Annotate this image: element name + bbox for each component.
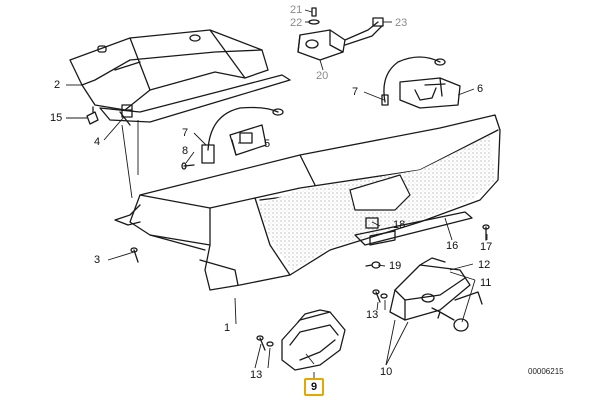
part-label-10[interactable]: 10 [380,366,393,378]
part-label-19[interactable]: 19 [389,260,402,272]
handle-part-9 [281,309,346,371]
screw-part-13-left [256,335,266,351]
part-label-15[interactable]: 15 [50,112,63,124]
latch-part-18 [365,217,379,229]
part-label-6[interactable]: 6 [477,83,484,95]
cable-part-7-middle [201,106,284,164]
part-label-1[interactable]: 1 [224,322,231,334]
part-label-22[interactable]: 22 [290,17,303,29]
striker-plate-part-16 [354,211,473,246]
part-label-7-right[interactable]: 7 [352,86,359,98]
part-label-20[interactable]: 20 [316,70,329,82]
clip-part-4 [121,104,133,118]
lock-assembly-part-10 [389,257,471,321]
part-label-13-left[interactable]: 13 [250,369,263,381]
screw-part-3 [130,247,139,263]
part-label-5[interactable]: 5 [264,138,271,150]
lock-actuator-part-20 [297,21,383,61]
part-label-21[interactable]: 21 [290,4,303,16]
part-label-17[interactable]: 17 [480,241,493,253]
screw-part-8 [181,162,195,170]
part-label-8[interactable]: 8 [182,145,189,157]
part-label-7-middle[interactable]: 7 [182,127,189,139]
part-label-4[interactable]: 4 [94,136,101,148]
cable-part-7-right [381,56,446,106]
part-label-9-highlighted[interactable]: 9 [304,378,325,396]
lock-cylinder-part-12 [454,291,483,305]
washer-part-13-left [266,341,274,347]
screw-part-13-right [372,289,381,303]
drawing-code: 00006215 [528,367,564,376]
screw-part-19 [365,261,381,269]
part-label-12[interactable]: 12 [478,259,491,271]
switch-part-5 [229,124,267,156]
part-label-3[interactable]: 3 [94,254,101,266]
part-label-13-right[interactable]: 13 [366,309,379,321]
part-label-16[interactable]: 16 [446,240,459,252]
part-label-11[interactable]: 11 [480,277,492,289]
leader-lines [66,9,488,378]
screw-part-15 [86,106,99,125]
switch-housing-part-6 [399,77,461,109]
screw-part-17 [482,224,490,241]
washer-part-22 [308,19,320,25]
mounting-bracket-part-2 [69,29,291,126]
part-label-23[interactable]: 23 [395,17,408,29]
bolt-part-21 [311,7,317,17]
part-label-18[interactable]: 18 [393,219,406,231]
handle-recess [349,174,411,211]
part-label-2[interactable]: 2 [54,79,61,91]
washer-part-13-right [380,293,388,299]
key-part-11 [431,307,469,332]
